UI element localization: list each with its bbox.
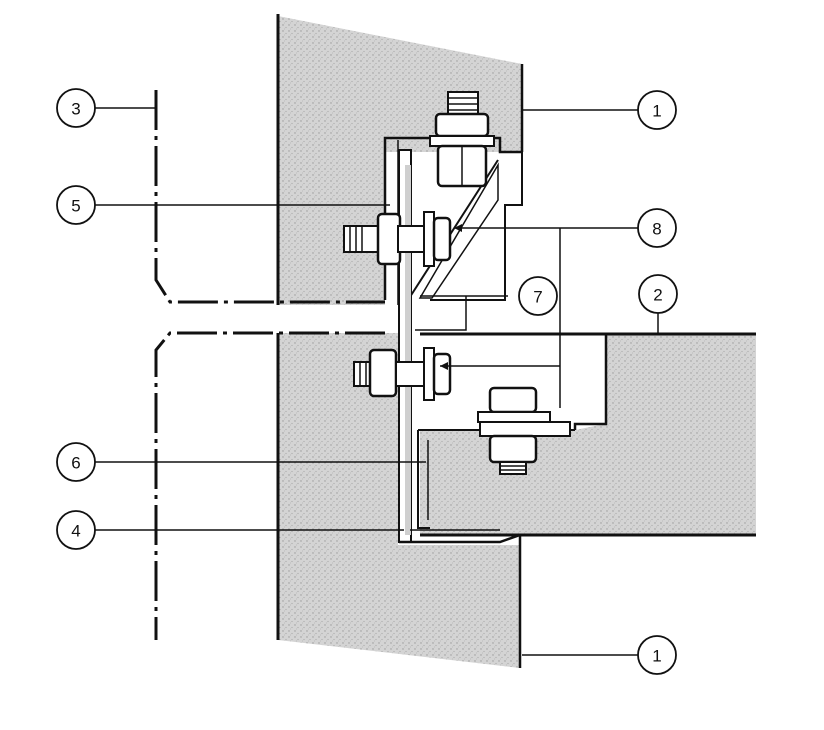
bottom-vertical-bolt (477, 386, 571, 475)
callout-5-label: 5 (71, 197, 80, 216)
lower-horizontal-bolt (353, 347, 452, 401)
callout-6-label: 6 (71, 454, 80, 473)
callout-8-label: 8 (652, 220, 661, 239)
upper-horizontal-bolt (343, 211, 452, 267)
callout-1-top-label: 1 (652, 102, 661, 121)
leader-lines (95, 107, 659, 656)
callout-6: 6 (56, 442, 96, 482)
callout-7-label: 7 (533, 288, 542, 307)
lower-column (276, 333, 522, 668)
callout-8: 8 (637, 208, 677, 248)
callout-4: 4 (56, 510, 96, 550)
callout-2-label: 2 (653, 286, 662, 305)
callout-7: 7 (518, 276, 558, 316)
callout-1-bottom-label: 1 (652, 647, 661, 666)
callout-3-label: 3 (71, 100, 80, 119)
beam (420, 332, 756, 537)
callout-2: 2 (638, 274, 678, 314)
upper-column (276, 14, 524, 305)
callout-1-top: 1 (637, 90, 677, 130)
callout-3: 3 (56, 88, 96, 128)
adjacent-element (154, 90, 385, 640)
top-vertical-bolt (429, 91, 495, 188)
callout-1-bottom: 1 (637, 635, 677, 675)
callout-4-label: 4 (71, 522, 80, 541)
callout-5: 5 (56, 185, 96, 225)
